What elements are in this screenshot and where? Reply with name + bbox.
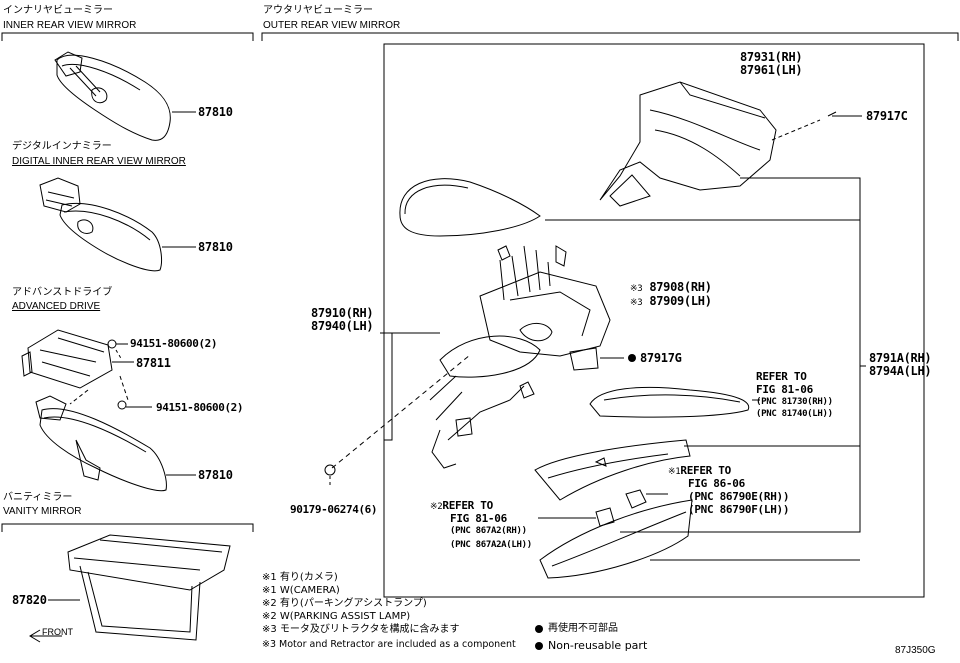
mirror-housing-drawing	[599, 81, 777, 207]
clip-part[interactable]: 90179-06274(6)	[290, 503, 378, 516]
outer-parts-frame	[383, 43, 925, 598]
advanced-bracket-part[interactable]: 87811	[136, 356, 171, 370]
note-1-en: ※1 W(CAMERA)	[262, 585, 340, 596]
camera-drawing	[625, 489, 647, 509]
ref1-title: REFER TO	[756, 370, 807, 383]
skull-cap-drawing	[539, 499, 693, 579]
inner-title-jp: インナリヤビューミラー	[3, 5, 113, 16]
retractor-part-lh[interactable]: ※3 87909(LH)	[630, 294, 712, 308]
legend-dot-en	[535, 642, 543, 650]
legend-jp: 再使用不可部品	[548, 623, 618, 634]
pad-drawing	[569, 347, 599, 371]
inner-mirror-part[interactable]: 87810	[198, 105, 233, 119]
digital-mirror-part[interactable]: 87810	[198, 240, 233, 254]
ref3-pnc-lh: (PNC 867A2A(LH))	[450, 540, 532, 550]
retractor-part-rh[interactable]: ※3 87908(RH)	[630, 280, 712, 294]
legend-dot-jp	[535, 625, 543, 633]
front-label: FRONT	[42, 627, 73, 637]
inner-section-bracket	[1, 32, 254, 41]
ref1-pnc-lh: (PNC 81740(LH))	[756, 409, 833, 419]
vanity-mirror-part[interactable]: 87820	[12, 593, 47, 607]
screw-part[interactable]: 87917C	[866, 109, 908, 123]
non-reusable-dot-pad	[628, 354, 636, 362]
ref3-title: ※2REFER TO	[430, 499, 493, 512]
assy-part-lh[interactable]: 87940(LH)	[311, 319, 374, 333]
ref3-fig[interactable]: FIG 81-06	[450, 512, 507, 525]
ref2-title: ※1REFER TO	[668, 464, 731, 477]
digital-mirror-drawing	[39, 177, 196, 272]
digital-title-en: DIGITAL INNER REAR VIEW MIRROR	[12, 156, 186, 167]
clip-drawing	[324, 464, 336, 476]
inner-mirror-drawing	[54, 51, 196, 141]
ref1-fig[interactable]: FIG 81-06	[756, 383, 813, 396]
vanity-mirror-drawing	[48, 534, 231, 641]
advanced-drive-drawing	[21, 329, 196, 492]
vanity-section-bracket	[1, 523, 254, 532]
outer-title-jp: アウタリヤビューミラー	[263, 5, 373, 16]
front-arrow	[29, 629, 62, 643]
inner-title-en: INNER REAR VIEW MIRROR	[3, 20, 137, 31]
note-2-jp: ※2 有り(パーキングアシストランプ)	[262, 598, 427, 609]
pad-part[interactable]: 87917G	[640, 351, 682, 365]
ref2-pnc-rh: (PNC 86790E(RH))	[688, 490, 790, 503]
advanced-bolt-top[interactable]: 94151-80600(2)	[130, 337, 218, 350]
ref1-pnc-rh: (PNC 81730(RH))	[756, 397, 833, 407]
note-1-jp: ※1 有り(カメラ)	[262, 572, 338, 583]
note-3-jp: ※3 モータ及びリトラクタを構成に含みます	[262, 624, 460, 635]
assist-lamp-drawing	[595, 507, 615, 527]
housing-part-lh[interactable]: 87961(LH)	[740, 63, 803, 77]
vanity-title-en: VANITY MIRROR	[3, 506, 82, 517]
advanced-bolt-bottom[interactable]: 94151-80600(2)	[156, 401, 244, 414]
advanced-mirror-part[interactable]: 87810	[198, 468, 233, 482]
vanity-title-jp: バニティミラー	[3, 492, 73, 503]
lower-cover-drawing	[534, 439, 691, 501]
advanced-title-en: ADVANCED DRIVE	[12, 301, 101, 312]
ref2-fig[interactable]: FIG 86-06	[688, 477, 745, 490]
diagram-code: 87J350G	[895, 645, 936, 656]
outer-title-en: OUTER REAR VIEW MIRROR	[263, 20, 401, 31]
housing-part-rh[interactable]: 87931(RH)	[740, 50, 803, 64]
ref2-pnc-lh: (PNC 86790F(LH))	[688, 503, 790, 516]
turn-lamp-drawing	[589, 386, 750, 418]
sub-assy-part-lh[interactable]: 8794A(LH)	[869, 364, 932, 378]
assy-part-rh[interactable]: 87910(RH)	[311, 306, 374, 320]
note-2-en: ※2 W(PARKING ASSIST LAMP)	[262, 611, 411, 622]
sub-assy-part-rh[interactable]: 8791A(RH)	[869, 351, 932, 365]
ref3-pnc-rh: (PNC 867A2(RH))	[450, 526, 527, 536]
mirror-glass-drawing	[399, 178, 541, 237]
outer-section-bracket	[261, 32, 959, 41]
digital-title-jp: デジタルインナミラー	[12, 141, 112, 152]
retractor-drawing	[429, 245, 611, 469]
advanced-title-jp: アドバンストドライブ	[12, 287, 113, 298]
note-3-en: ※3 Motor and Retractor are included as a…	[262, 639, 516, 650]
legend-en: Non-reusable part	[548, 639, 648, 652]
